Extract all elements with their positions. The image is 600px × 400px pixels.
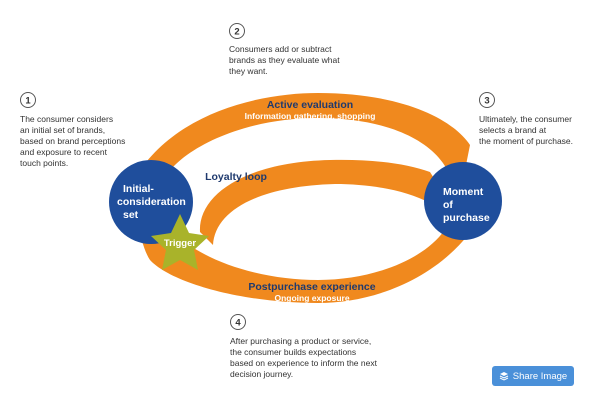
postpurchase-subtitle: Ongoing exposure xyxy=(274,293,349,303)
moment-of-purchase-circle xyxy=(424,162,502,240)
share-image-label: Share Image xyxy=(512,370,568,382)
moment-of-purchase-line-3: purchase xyxy=(443,212,490,224)
active-evaluation-title: Active evaluation xyxy=(267,99,353,111)
postpurchase-title: Postpurchase experience xyxy=(248,281,375,293)
active-evaluation-subtitle: Information gathering, shopping xyxy=(245,111,376,121)
step-3-description: Ultimately, the consumer selects a brand… xyxy=(479,114,574,146)
step-4-description: After purchasing a product or service, t… xyxy=(230,336,377,379)
step-1-description: The consumer considers an initial set of… xyxy=(20,114,126,168)
step-4-number: 4 xyxy=(235,318,241,329)
step-1-number: 1 xyxy=(25,96,31,107)
moment-of-purchase-line-2: of xyxy=(443,199,453,211)
moment-of-purchase-line-1: Moment xyxy=(443,186,484,198)
initial-consideration-line-2: consideration xyxy=(117,196,186,208)
trigger-label: Trigger xyxy=(164,238,197,249)
share-image-button[interactable]: Share Image xyxy=(492,366,574,386)
loyalty-loop-label: Loyalty loop xyxy=(205,171,267,183)
step-4-marker: 4 xyxy=(230,314,246,330)
step-1-marker: 1 xyxy=(20,92,36,108)
initial-consideration-line-1: Initial- xyxy=(123,183,154,195)
trigger-star-icon xyxy=(151,214,209,270)
initial-consideration-line-3: set xyxy=(123,209,139,221)
step-2-number: 2 xyxy=(234,27,239,38)
loyalty-loop-band xyxy=(199,159,440,245)
step-3-number: 3 xyxy=(484,96,489,107)
step-2-marker: 2 xyxy=(229,23,245,39)
initial-consideration-circle xyxy=(109,160,193,244)
step-3-marker: 3 xyxy=(479,92,495,108)
step-2-description: Consumers add or subtract brands as they… xyxy=(229,44,340,76)
layers-icon xyxy=(499,372,509,381)
